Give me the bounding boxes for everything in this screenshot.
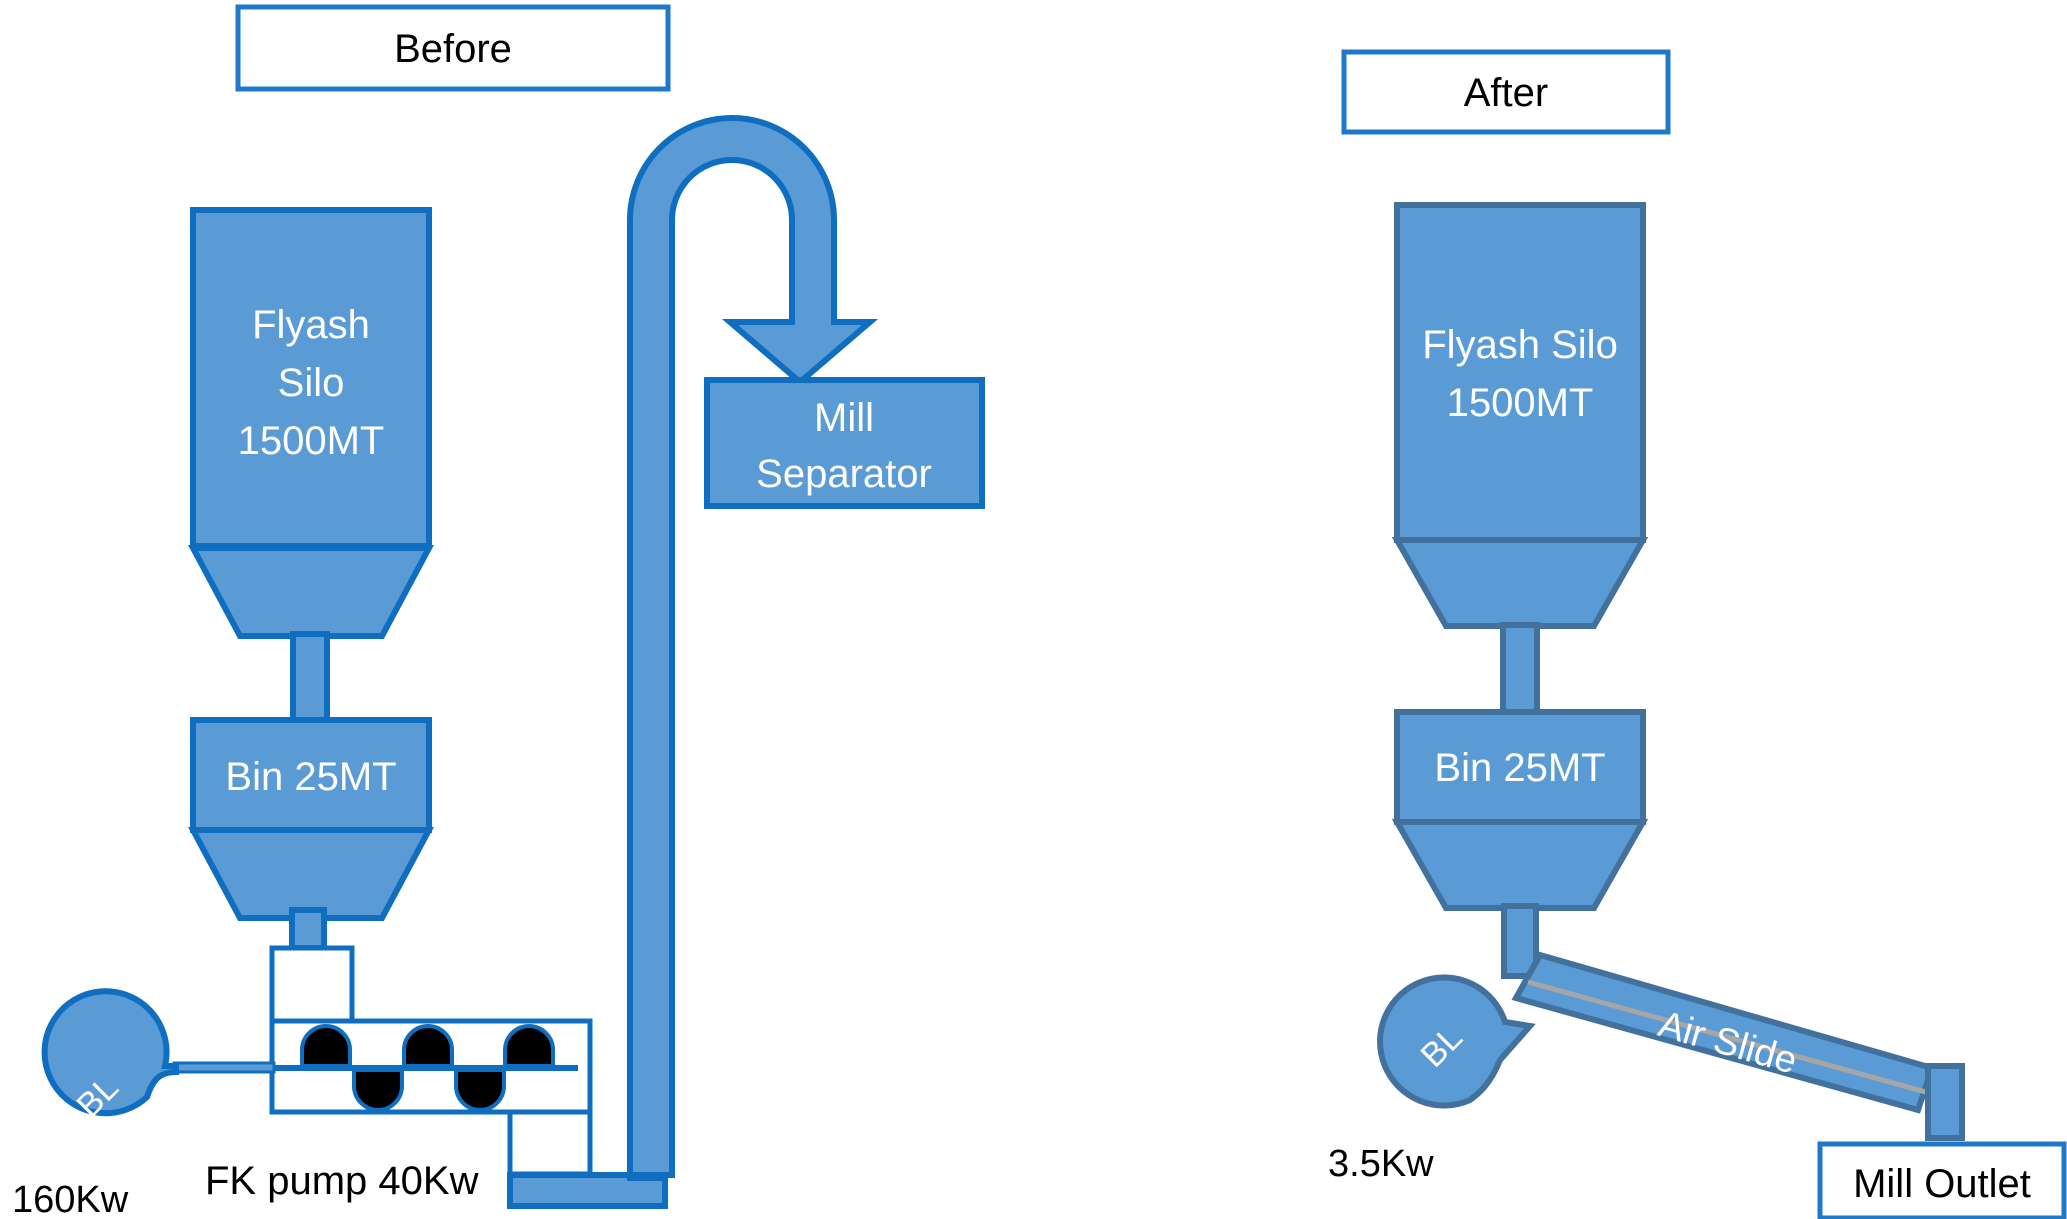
after-mill-outlet-box — [1817, 1141, 2067, 1219]
after-silo — [1394, 202, 1646, 543]
after-bin-label: Bin 25MT — [1434, 746, 1605, 790]
before-air-pipe — [172, 1061, 276, 1074]
before-pump-inlet — [269, 945, 355, 1024]
after-outlet-chute — [1925, 1063, 1965, 1141]
before-pump-outlet-housing — [507, 1109, 593, 1177]
after-bin-hopper — [1391, 819, 1649, 911]
after-air-slide-line — [1527, 979, 1963, 1105]
before-silo-hopper — [187, 545, 435, 639]
before-title-box — [235, 4, 671, 92]
before-bin-hopper — [187, 827, 435, 921]
after-mill-outlet-label: Mill Outlet — [1853, 1162, 2031, 1206]
after-silo-neck — [1500, 622, 1540, 718]
after-air-slide-body — [1511, 951, 1936, 1114]
before-silo-neck — [290, 631, 330, 725]
before-bin-neck — [289, 907, 327, 951]
after-diagram: After Flyash Silo 1500MT Bin 25MT Air Sl… — [1328, 49, 2067, 1219]
before-silo-label-line3: 1500MT — [238, 419, 385, 463]
before-screw-flight — [352, 1068, 404, 1112]
before-title: Before — [394, 27, 512, 71]
before-pump-label: FK pump 40Kw — [205, 1159, 479, 1203]
before-silo-label-line2: Silo — [278, 361, 345, 405]
after-blower — [1377, 974, 1536, 1109]
after-blower-power: 3.5Kw — [1328, 1143, 1434, 1185]
before-silo-label-line1: Flyash — [252, 303, 370, 347]
after-title: After — [1464, 71, 1548, 115]
before-diagram: Before Flyash Silo 1500MT Bin 25MT — [12, 4, 985, 1219]
before-screw-flight — [300, 1024, 352, 1068]
before-screw-flight — [402, 1024, 454, 1068]
after-bin — [1394, 709, 1646, 825]
before-bin-label: Bin 25MT — [225, 755, 396, 799]
before-silo — [190, 207, 432, 549]
before-blower-power: 160Kw — [12, 1179, 129, 1219]
before-mill-separator-line2: Separator — [756, 452, 932, 496]
before-pipe-outline — [507, 115, 879, 1209]
before-mill-separator — [704, 377, 985, 509]
after-silo-label-line1: Flyash Silo — [1422, 323, 1618, 367]
after-title-box — [1341, 49, 1671, 135]
after-silo-hopper — [1391, 537, 1649, 629]
before-screw-flight — [503, 1024, 555, 1068]
before-blower — [41, 988, 179, 1117]
before-screw-flight — [454, 1068, 506, 1112]
after-silo-label-line2: 1500MT — [1447, 381, 1594, 425]
before-mill-separator-line1: Mill — [814, 396, 874, 440]
after-bin-neck — [1501, 903, 1539, 979]
